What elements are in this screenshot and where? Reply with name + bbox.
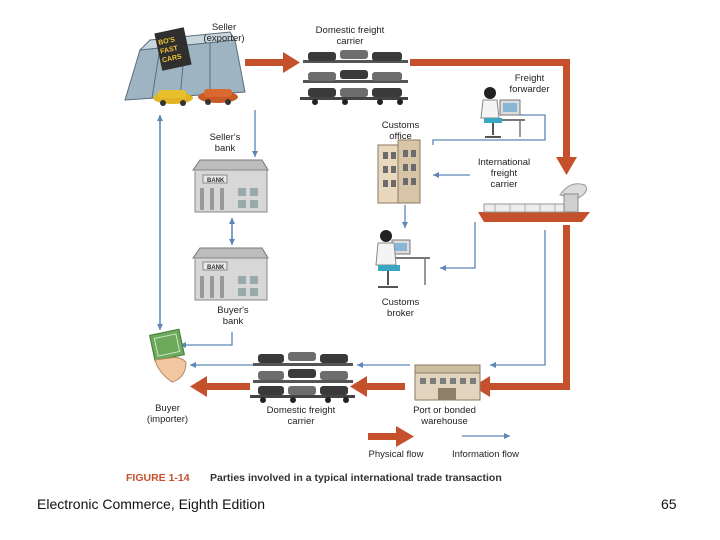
page-number: 65 [661,496,677,512]
legend-information-flow-label: Information flow [451,449,520,460]
figure-number: FIGURE 1-14 [126,472,190,484]
seller-dealership-illustration: BO'S FAST CARS [124,27,246,106]
sign-text-line3: CARS [162,53,183,64]
sellers-bank-building: BANK [192,159,269,213]
label-buyer: Buyer(importer) [146,403,189,425]
freight-forwarder-illustration [480,87,525,138]
sign-text-line1: BO'S [158,36,176,46]
sellers-bank-sign: BANK [207,178,225,184]
customs-broker-illustration [375,230,430,288]
legend-physical-flow-label: Physical flow [368,449,424,460]
information-flow-path [157,110,546,368]
domestic-carrier-truck-bottom [250,352,355,403]
physical-flow-path [190,52,577,397]
buyers-bank-building: BANK [192,247,269,301]
buyer-money-illustration [149,328,187,383]
port-warehouse-building [414,364,481,401]
book-title: Electronic Commerce, Eighth Edition [37,496,265,512]
international-freight-ship [478,183,590,222]
buyers-bank-sign: BANK [207,265,225,271]
label-seller: Seller(exporter) [203,22,245,44]
legend [368,426,510,447]
figure-caption: Parties involved in a typical internatio… [210,472,502,484]
customs-office-building [377,139,421,204]
domestic-carrier-truck-top [300,50,408,105]
legend-physical-flow-swatch [368,433,398,440]
sign-text-line2: FAST [160,45,180,56]
